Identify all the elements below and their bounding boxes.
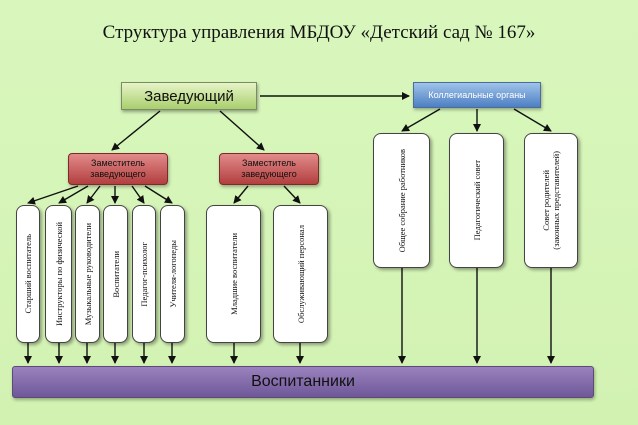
arrow-deputy-col-3 xyxy=(86,185,101,204)
column-junior-educators: Младшие воспитатели xyxy=(206,205,261,343)
column-label: Воспитатели xyxy=(110,250,121,298)
column-label: Инструкторы по физической xyxy=(53,221,64,327)
column-music-directors: Музыкальные руководители xyxy=(75,205,100,343)
arrow-deputy-col-1 xyxy=(27,185,79,205)
arrow-deputy-col-6 xyxy=(144,185,173,204)
column-label: Учителя-логопеды xyxy=(167,240,178,308)
column-senior-educator: Старший воспитатель xyxy=(16,205,40,343)
column-label: Общее собрание работников xyxy=(396,148,407,253)
column-label: Обслуживающий персонал xyxy=(295,224,306,324)
pupils-box: Воспитанники xyxy=(12,366,594,398)
arrow-deputy2-col-2 xyxy=(283,185,301,204)
collegial-bodies-box: Коллегиальные органы xyxy=(413,82,541,108)
column-pedagogical-council: Педагогический совет xyxy=(449,133,504,268)
column-educators: Воспитатели xyxy=(103,205,128,343)
deputy-left-box: Заместитель заведующего xyxy=(68,153,168,185)
column-label: Педагогический совет xyxy=(471,160,482,241)
column-label: Педагог-психолог xyxy=(139,241,149,307)
column-parents-council: Совет родителей (законных представителей… xyxy=(524,133,578,268)
column-label: Музыкальные руководители xyxy=(82,222,93,326)
column-label: Совет родителей (законных представителей… xyxy=(541,151,561,250)
arrow-head-to-deputy-right xyxy=(219,110,265,151)
column-psychologist: Педагог-психолог xyxy=(132,205,156,343)
chart-title: Структура управления МБДОУ «Детский сад … xyxy=(102,22,536,43)
arrow-collegial-3 xyxy=(513,108,552,132)
column-label: Старший воспитатель xyxy=(23,234,33,314)
arrow-deputy-col-5 xyxy=(131,185,145,204)
arrow-head-to-deputy-left xyxy=(111,110,161,151)
head-box: Заведующий xyxy=(121,82,257,110)
deputy-right-box: Заместитель заведующего xyxy=(219,153,319,185)
column-service-staff: Обслуживающий персонал xyxy=(273,205,328,343)
arrow-collegial-1 xyxy=(401,108,441,132)
column-general-meeting: Общее собрание работников xyxy=(373,133,430,268)
column-label: Младшие воспитатели xyxy=(228,233,239,315)
column-speech-therapists: Учителя-логопеды xyxy=(160,205,185,343)
arrow-deputy-col-2 xyxy=(58,185,89,204)
column-pe-instructors: Инструкторы по физической xyxy=(45,205,72,343)
arrow-deputy2-col-1 xyxy=(233,185,249,204)
